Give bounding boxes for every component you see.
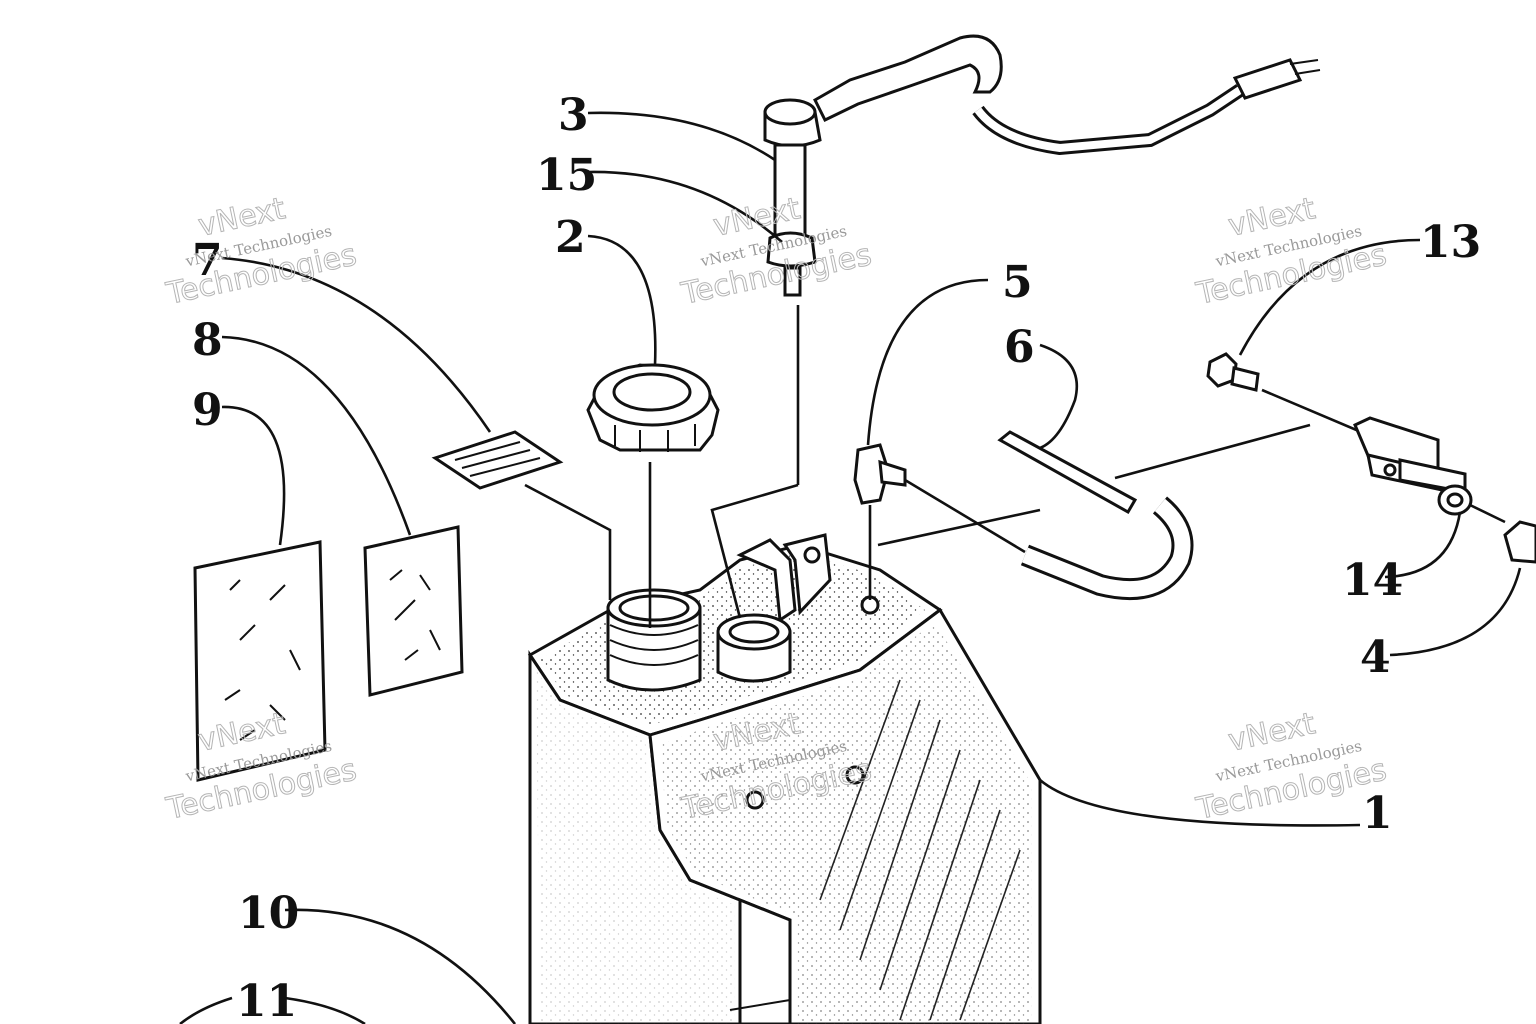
sender-drop-line xyxy=(710,483,799,619)
leader-11-left xyxy=(179,996,233,1024)
callout-9: 9 xyxy=(192,385,223,436)
filler-cap xyxy=(586,363,720,452)
callout-13: 13 xyxy=(1420,217,1481,268)
callout-15: 15 xyxy=(536,150,597,201)
nut xyxy=(1503,520,1536,564)
watermark-top-left: vNext vNext Technologies Technologies xyxy=(162,191,360,313)
callout-14: 14 xyxy=(1342,555,1403,606)
watermark-bottom-left: vNext vNext Technologies Technologies xyxy=(162,706,360,828)
decal-medium xyxy=(363,525,464,697)
callout-5: 5 xyxy=(1002,257,1033,308)
leader-14 xyxy=(1384,511,1462,579)
decal-small xyxy=(431,430,564,490)
leader-8 xyxy=(221,335,412,536)
sender-hose xyxy=(813,34,1321,156)
leader-13 xyxy=(1238,238,1421,356)
elbow-fitting xyxy=(853,443,907,505)
hose-line-1 xyxy=(904,478,1026,554)
bolt xyxy=(1206,352,1260,392)
sender-port xyxy=(716,613,792,683)
mounting-bracket xyxy=(1353,416,1467,494)
callout-10: 10 xyxy=(238,888,299,939)
leader-4 xyxy=(1389,567,1522,657)
watermark-top-right: vNext vNext Technologies Technologies xyxy=(1192,191,1390,313)
decal-large xyxy=(193,540,327,782)
washer xyxy=(1437,484,1473,516)
callout-4: 4 xyxy=(1360,632,1391,683)
tank-shading-hatch xyxy=(819,679,1021,1021)
callout-2: 2 xyxy=(555,212,586,263)
watermark-bottom-center: vNext vNext Technologies Technologies xyxy=(677,706,875,828)
leader-10 xyxy=(284,908,517,1024)
callout-11: 11 xyxy=(236,976,297,1024)
leader-5 xyxy=(866,278,989,446)
washer-axis-line xyxy=(1469,503,1506,524)
watermark-bottom-right: vNext vNext Technologies Technologies xyxy=(1192,706,1390,828)
leader-11 xyxy=(284,996,366,1024)
callout-3: 3 xyxy=(558,90,589,141)
leader-9 xyxy=(221,405,286,546)
leader-15 xyxy=(587,170,783,243)
leader-7 xyxy=(221,256,492,433)
leader-2 xyxy=(587,234,657,366)
leader-1 xyxy=(1039,779,1361,827)
vent-hose-curved xyxy=(1020,496,1194,601)
watermark-top-center: vNext vNext Technologies Technologies xyxy=(677,191,875,313)
callout-8: 8 xyxy=(192,315,223,366)
callout-1: 1 xyxy=(1362,788,1393,839)
callout-7: 7 xyxy=(192,235,223,286)
leader-3 xyxy=(587,111,776,162)
vent-hose-straight xyxy=(997,430,1138,515)
oil-tank xyxy=(527,533,1042,1024)
leader-6 xyxy=(1039,343,1079,450)
callout-6: 6 xyxy=(1004,322,1035,373)
hose-line-2 xyxy=(1114,423,1311,480)
hose-line-3 xyxy=(877,508,1041,547)
filler-neck xyxy=(606,588,702,692)
decal-small-line xyxy=(524,483,612,600)
